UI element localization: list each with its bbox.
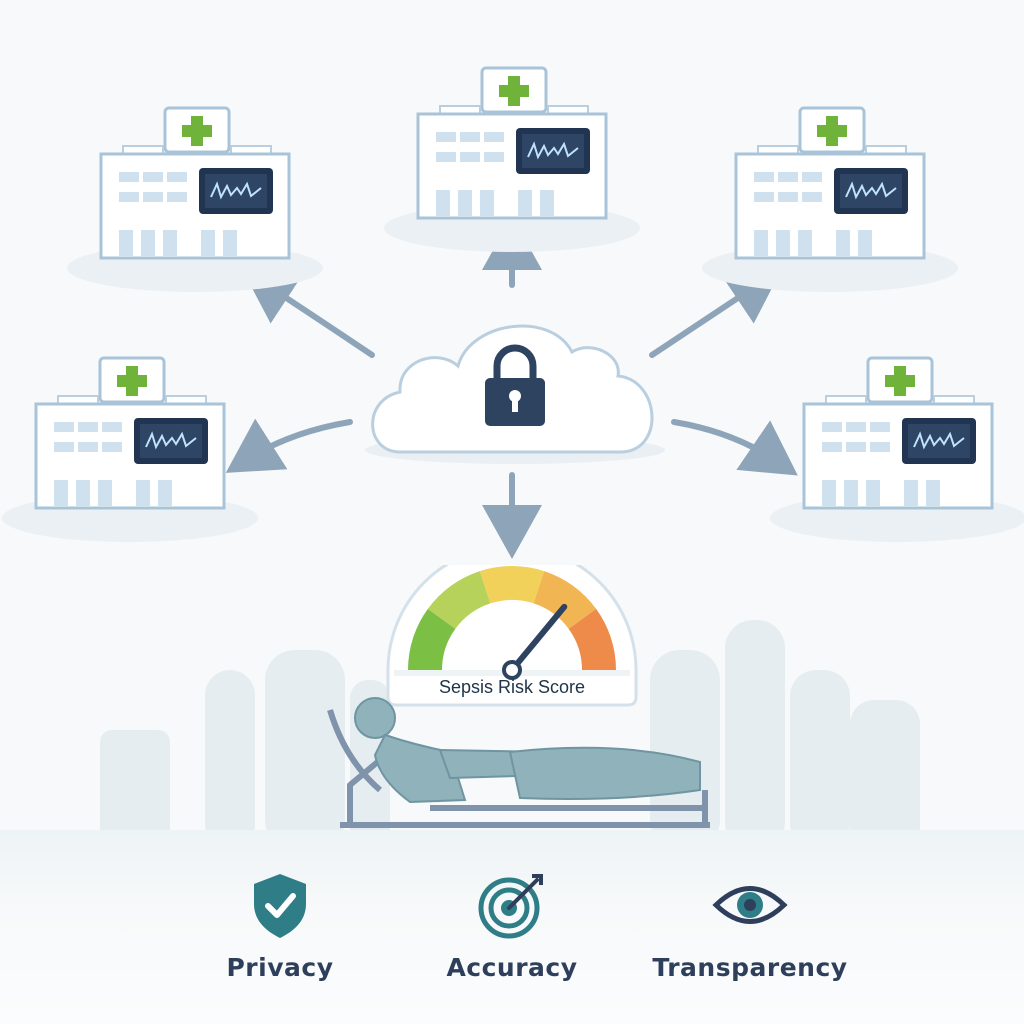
hospital-icon: [2, 356, 258, 542]
arrow-to-top-right: [649, 268, 782, 358]
pillar-label: Transparency: [652, 953, 848, 982]
hospital-icon: [67, 106, 323, 292]
gauge-needle-hub: [502, 660, 522, 680]
hospital-icon: [770, 356, 1024, 542]
pillar-label: Accuracy: [446, 953, 578, 982]
gauge-segment: [427, 571, 491, 629]
gauge-segment: [479, 566, 545, 604]
hospital-icon: [702, 106, 958, 292]
sepsis-risk-gauge: Sepsis Risk Score: [380, 544, 644, 715]
pillar-accuracy: Accuracy: [402, 865, 622, 982]
hospital-icon: [384, 66, 640, 252]
arrow-to-middle-right: [671, 419, 798, 476]
gauge-segment: [408, 608, 456, 670]
gauge-dial: [386, 544, 638, 707]
pillar-transparency: Transparency: [640, 865, 860, 982]
hospital-top-left: [65, 100, 325, 300]
pillar-privacy: Privacy: [170, 865, 390, 982]
pillar-label: Privacy: [226, 953, 334, 982]
lock-icon: [485, 344, 545, 426]
gauge-card: [386, 544, 638, 707]
gauge-segment: [568, 608, 616, 670]
hospital-middle-right: [768, 350, 1024, 550]
secure-cloud: [365, 324, 665, 464]
hospital-top-right: [700, 100, 960, 300]
arrow-to-middle-left: [225, 418, 353, 473]
eye-icon: [640, 865, 860, 945]
arrow-to-top-left: [241, 268, 375, 358]
hospital-top-center: [382, 60, 642, 260]
patient-bed-icon: [327, 697, 710, 828]
gauge-segment: [533, 571, 597, 629]
shield-check-icon: [170, 865, 390, 945]
gauge-needle: [509, 603, 568, 673]
hospital-middle-left: [0, 350, 260, 550]
target-icon: [402, 865, 622, 945]
gauge-label: Sepsis Risk Score: [438, 677, 586, 697]
